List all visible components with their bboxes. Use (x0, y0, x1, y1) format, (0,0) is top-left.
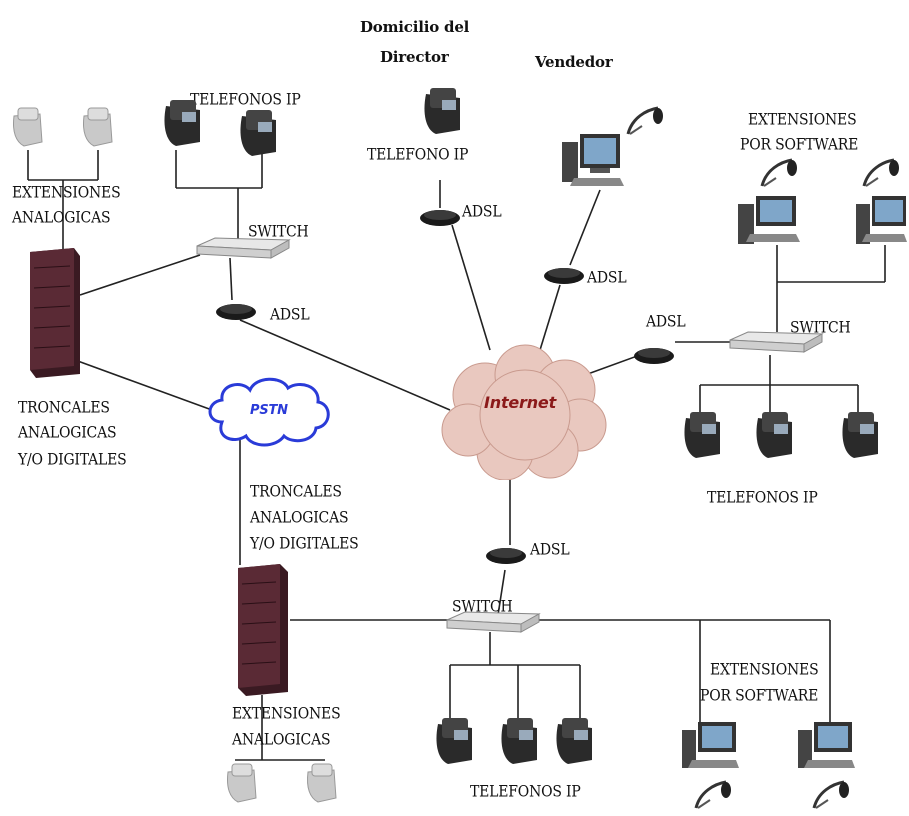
telefonos-ip-bottom-label: TELEFONOS IP (470, 783, 581, 802)
adsl-bottom-label: ADSL (530, 541, 570, 560)
switch-right-icon (729, 331, 824, 353)
troncales-left-label-1: TRONCALES (18, 399, 110, 418)
internet-cloud-icon (441, 344, 607, 480)
ip-phone-icon (556, 718, 592, 764)
ip-phone-icon (842, 412, 878, 458)
ext-software-bottom-label-1: EXTENSIONES (710, 661, 819, 680)
ip-phone-icon (756, 412, 792, 458)
computer-icon (738, 196, 800, 244)
telefono-ip-director-label: TELEFONO IP (367, 146, 469, 165)
computer-icon (856, 196, 907, 244)
pstn-label: PSTN (250, 403, 288, 418)
analog-phone-icon (83, 107, 113, 147)
switch-bottom-icon (446, 611, 541, 633)
adsl-modem-right-icon (634, 348, 674, 364)
computer-vendedor-icon (562, 134, 624, 186)
ip-phone-icon (240, 110, 276, 156)
ext-analog-bottom-label-1: EXTENSIONES (232, 705, 341, 724)
telefonos-ip-top-label: TELEFONOS IP (190, 91, 301, 110)
ip-phone-director-icon (424, 88, 460, 134)
domicilio-label: Domicilio del (360, 18, 470, 36)
ext-analog-top-label-1: EXTENSIONES (12, 184, 121, 203)
ip-phone-icon (164, 100, 200, 146)
adsl-vendedor-label: ADSL (587, 269, 627, 288)
troncales-bottom-label-3: Y/O DIGITALES (250, 535, 359, 554)
ext-software-bottom-label-2: POR SOFTWARE (700, 687, 819, 706)
headset-icon (626, 106, 663, 135)
computer-icon (682, 722, 739, 768)
troncales-left-label-3: Y/O DIGITALES (18, 451, 127, 470)
ext-analog-top-label-2: ANALOGICAS (12, 209, 111, 228)
computer-icon (798, 722, 855, 768)
adsl-modem-vendedor-icon (544, 268, 584, 284)
analog-phone-icon (307, 763, 337, 803)
ip-phone-icon (684, 412, 720, 458)
pbx-server-bottom-icon (238, 564, 288, 696)
ext-software-right-label-1: EXTENSIONES (748, 111, 857, 130)
troncales-bottom-label-1: TRONCALES (250, 483, 342, 502)
analog-phone-icon (13, 107, 43, 147)
troncales-bottom-label-2: ANALOGICAS (250, 509, 349, 528)
pbx-server-top-icon (30, 248, 80, 378)
adsl-modem-director-icon (420, 210, 460, 226)
switch-right-label: SWITCH (790, 319, 851, 338)
ext-software-right-label-2: POR SOFTWARE (740, 136, 859, 155)
director-label: Director (380, 48, 449, 66)
troncales-left-label-2: ANALOGICAS (18, 424, 117, 443)
switch-left-icon (196, 237, 291, 259)
headset-icon (760, 158, 797, 187)
adsl-modem-bottom-icon (486, 548, 526, 564)
internet-label: Internet (484, 393, 557, 412)
headset-icon (862, 158, 899, 187)
ip-phone-icon (436, 718, 472, 764)
headset-icon (694, 780, 731, 809)
adsl-director-label: ADSL (462, 203, 502, 222)
switch-left-label: SWITCH (248, 223, 309, 242)
vendedor-label: Vendedor (535, 53, 613, 71)
headset-icon (812, 780, 849, 809)
adsl-right-label: ADSL (646, 313, 686, 332)
adsl-modem-left-icon (216, 304, 256, 320)
analog-phone-icon (227, 763, 257, 803)
telefonos-ip-right-label: TELEFONOS IP (707, 489, 818, 508)
ext-analog-bottom-label-2: ANALOGICAS (232, 731, 331, 750)
pstn-cloud-icon (208, 377, 330, 447)
ip-phone-icon (501, 718, 537, 764)
adsl-left-label: ADSL (270, 306, 310, 325)
